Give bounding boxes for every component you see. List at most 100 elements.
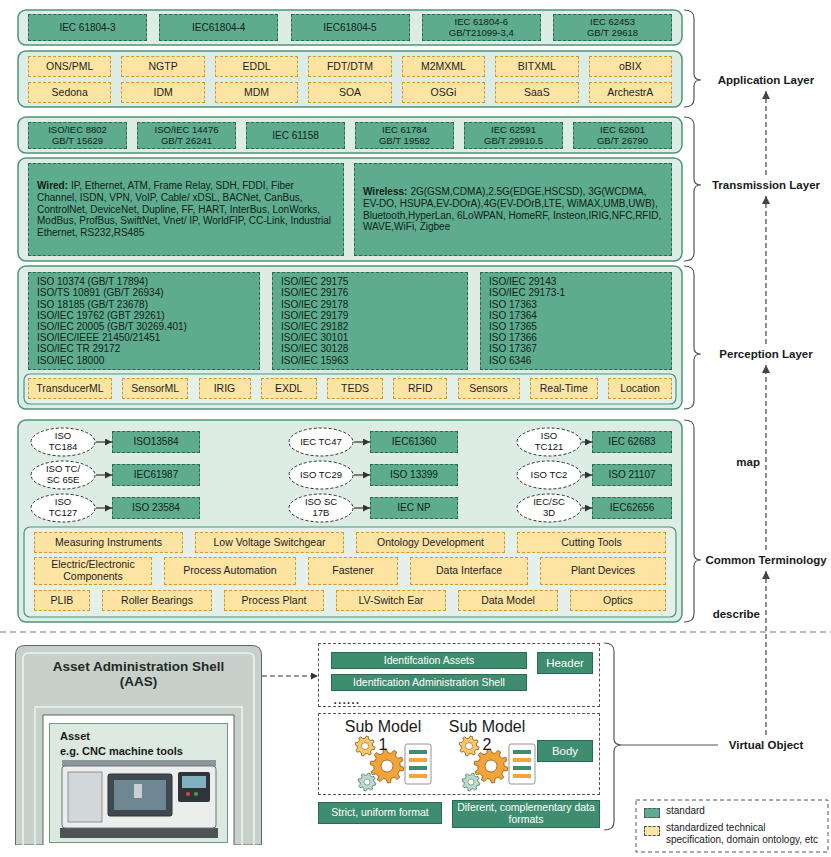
node-text: ISO TC29 [300,470,342,481]
ontology-box: Process Automation [164,557,296,585]
layer-panel [18,420,682,622]
connector [582,507,592,508]
specification-box: SaaS [495,82,578,103]
header-group: ......Identifcation AssetsIdentfication … [318,643,600,707]
node-text: ISO TC121 [526,431,572,452]
format-box: Strict, uniform format [318,802,442,824]
layer-panel [18,158,682,261]
layer-arrow [765,91,766,175]
ontology-box: Process Plant [224,590,324,611]
specification-box: ONS/PML [28,56,111,77]
node-text: IEC 62683 [608,436,655,447]
text-group: IEC TC47 [300,437,342,448]
specification-box: BITXML [495,56,578,77]
node-text: ISO 10374 (GB/T 17894) [37,276,187,287]
ontology-box: Fastener [308,557,398,585]
node-text: ISO/IEC 8802 [48,125,107,136]
text-group: TEDS [341,383,369,395]
node-text: TEDS [341,383,369,395]
layer-panel [18,10,682,45]
connector [582,474,592,475]
control-button [194,792,198,796]
text-group: PLIB [51,595,74,607]
layer-label: Virtual Object [703,738,829,752]
text-group: IEC NP [397,502,430,513]
text-group: RFID [408,383,433,395]
ontology-box: Data Model [458,590,558,611]
node-text: Process Plant [242,595,307,607]
node-text: IEC62656 [610,502,654,513]
text-group: oBIX [619,61,642,73]
text-group: SOA [339,87,361,99]
node-text: IEC NP [397,502,430,513]
standard-box: ISO/IEC 8802GB/T 15629 [28,122,127,149]
machine-body [62,766,216,828]
connector [582,441,592,442]
specification-box: EDDL [215,56,298,77]
ontology-box: Measuring Instruments [34,532,183,553]
node-text: Electric/Electronic Components [39,559,147,583]
node-text: Sub Model 2 [445,718,529,754]
node-text: ISO/IEC 30101 [281,332,348,343]
text-group: Low Voltage Switchgear [213,537,325,549]
node-text: Data Interface [436,565,502,577]
separator-line [0,631,831,632]
layer-label: Perception Layer [703,347,829,361]
sub-panel [24,527,676,617]
header-item: Identifcation Assets [331,652,527,669]
node-text: IEC/SC 3D [526,497,572,518]
text-group: ISO TC184 [40,431,86,452]
committee-oval: ISO TC127 [30,493,96,523]
node-text: GB/T 19582 [379,136,430,147]
text-group: MDM [244,87,269,99]
node-text: EDDL [243,61,271,73]
node-text: Location [620,383,660,395]
text-group: Wired:IP, Ethernet, ATM, Frame Relay, SD… [37,180,335,239]
node-text: GB/T21099-3,4 [449,28,514,39]
document-line [513,774,531,778]
header-item: Identfication Administration Shell [331,674,527,691]
ontology-box: Optics [570,590,666,611]
node-text: ONS/PML [46,61,93,73]
text-group: Location [620,383,660,395]
specification-box: IRIG [199,378,251,399]
specification-box: SensorML [122,378,188,399]
node-text: ISO 6346 [489,355,565,366]
standard-box: IEC 62453GB/T 29618 [553,14,672,41]
standard-box: IEC 61804-3 [28,14,147,41]
text-group: NGTP [149,61,178,73]
text-group: ISO TC121 [526,431,572,452]
bracket [684,10,701,107]
node-text: ISO 17366 [489,332,565,343]
node-text: Data Model [481,595,535,607]
specification-box: TransducerML [28,378,112,399]
node-text: Diferent, complementary data formats [457,802,595,826]
node-text: ISO 23584 [132,502,180,513]
node-text: M2MXML [421,61,466,73]
document-line [409,750,427,754]
legend-swatch [644,808,660,818]
text-group: Process Automation [183,565,276,577]
text-group: ISO/IEC 29175ISO/IEC 29176ISO/IEC 29178I… [281,276,348,366]
text-group: BITXML [518,61,556,73]
shell-inner-line [23,653,254,845]
node-text: IDM [153,87,172,99]
layer-panel [18,51,682,107]
committee-oval: ISO TC184 [30,427,96,457]
text-group: Sensors [469,383,508,395]
layer-label: Common Terminology [703,553,829,567]
control-panel [178,772,210,802]
gear-hub [485,760,497,772]
text-group: ISO 23584 [132,502,180,513]
node-text: SensorML [131,383,179,395]
text-group: ISO/IEC 29143ISO/IEC 29173-1ISO 17363ISO… [489,276,565,366]
gear-icon [355,736,375,756]
layer-arrow [765,571,766,735]
machine-door [68,772,102,822]
asset-box: Assete.g. CNC machine tools [49,723,228,843]
node-text: ISO/IEC 29175 [281,276,348,287]
specification-box: Sedona [28,82,111,103]
gear-hub [362,743,369,750]
text-group: Fastener [332,565,373,577]
text-group: Optics [603,595,633,607]
